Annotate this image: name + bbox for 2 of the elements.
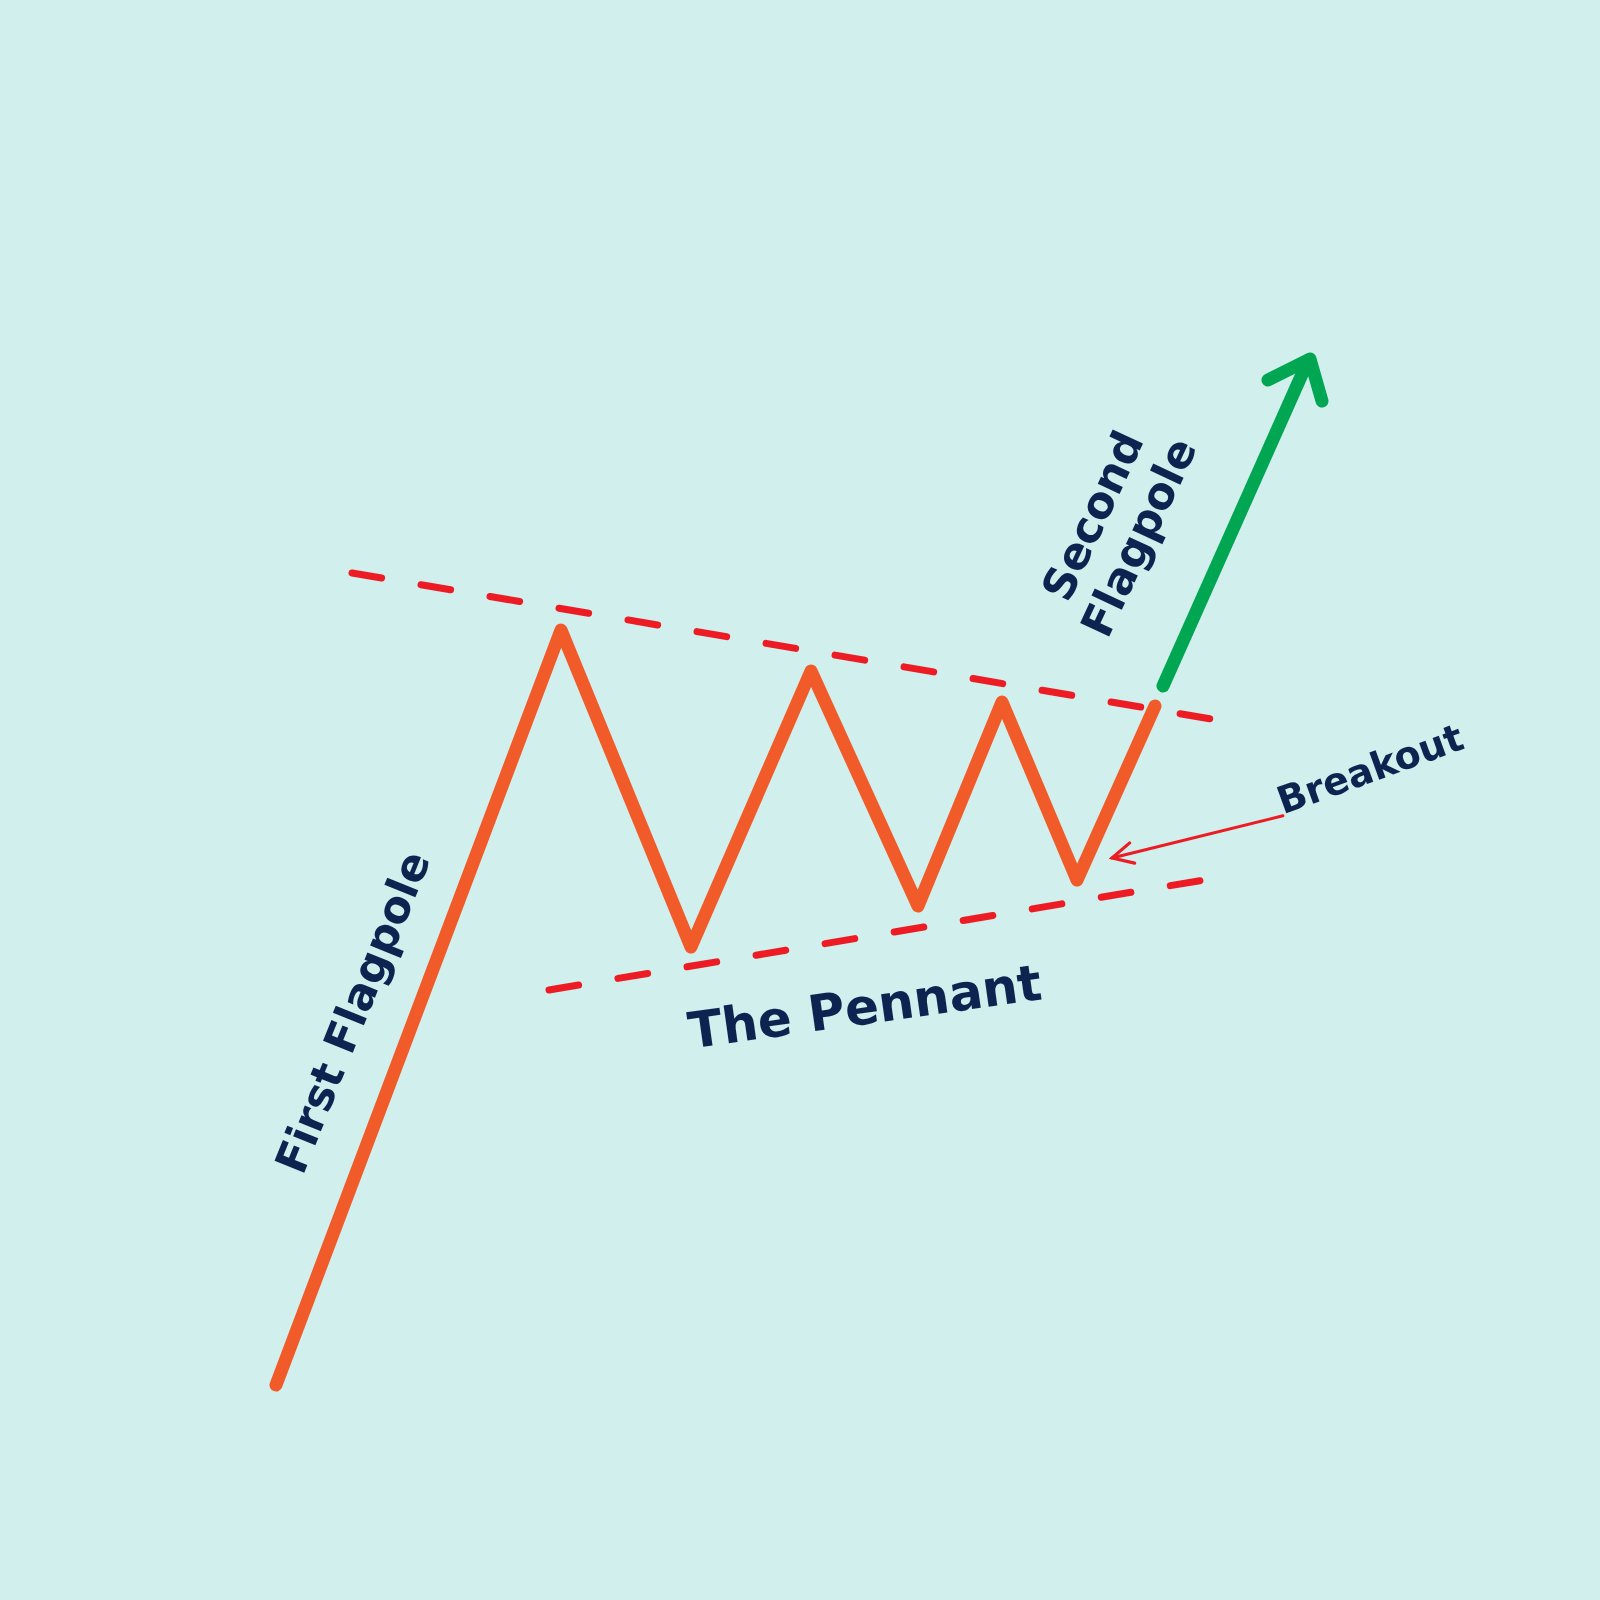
pattern-label: The Pennant: [684, 954, 1046, 1062]
leader-arrow: [1110, 814, 1285, 865]
